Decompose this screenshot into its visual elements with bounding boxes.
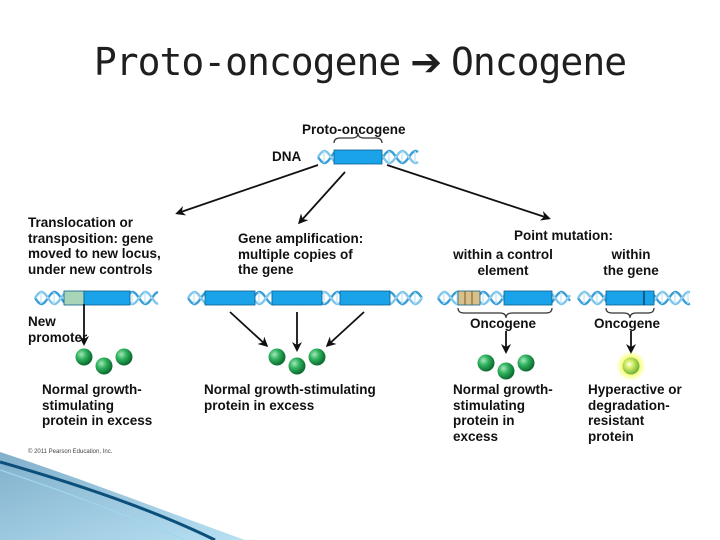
new-promoter-box [63, 290, 85, 306]
protein-ball [288, 357, 306, 375]
new-promoter-label: New promoter [28, 314, 88, 345]
protein-ball [268, 348, 286, 366]
title-proto-oncogene: Proto-oncogene [93, 40, 401, 84]
braces [333, 132, 655, 319]
oncogene-label-gene: Oncogene [594, 316, 661, 331]
dna-label: DNA [272, 149, 302, 164]
gene-result: Hyperactive or degradation- resistant pr… [588, 382, 682, 444]
oncogene-brace-1 [457, 307, 553, 319]
gene-copy-box [204, 290, 256, 306]
dna-strands [34, 149, 691, 306]
mutant-protein-ball [622, 357, 640, 375]
gene-copy-box [339, 290, 391, 306]
gene-box [503, 290, 553, 306]
title-oncogene: Oncogene [451, 40, 627, 84]
arrow-to-translocation [175, 164, 319, 216]
point-mutation-heading: Point mutation: [514, 228, 613, 243]
gene-copy-box [271, 290, 323, 306]
arrow-to-amplification [297, 171, 346, 225]
protein-ball [477, 354, 495, 372]
protein-ball [75, 348, 93, 366]
slide-corner-decoration [0, 452, 245, 540]
protein-ball [517, 354, 535, 372]
within-gene-heading: within the gene [603, 247, 659, 278]
oncogene-label-control: Oncogene [470, 316, 537, 331]
proto-oncogene-box [333, 149, 383, 165]
arrow-amp-left [229, 311, 269, 348]
control-element-heading: within a control element [453, 247, 553, 278]
amplification-heading: Gene amplification: multiple copies of t… [238, 231, 364, 277]
copyright-notice: © 2011 Pearson Education, Inc. [28, 449, 113, 455]
oncogene-brace-2 [605, 307, 655, 319]
proto-oncogene-brace [333, 132, 383, 144]
arrow-amp-right [325, 311, 365, 348]
translocation-result: Normal growth- stimulating protein in ex… [42, 382, 153, 428]
proto-oncogene-label: Proto-oncogene [302, 122, 406, 137]
protein-ball [308, 348, 326, 366]
protein-ball [115, 348, 133, 366]
proteins [75, 348, 646, 381]
mutated-control-element-box [457, 290, 481, 306]
protein-ball [497, 362, 515, 380]
right-arrow-icon: ➔ [410, 40, 442, 84]
mutated-gene-box [605, 290, 655, 306]
slide-title: Proto-oncogene➔Oncogene [0, 40, 720, 84]
arrow-to-point-mutation [386, 164, 551, 221]
connector-arrows [79, 164, 636, 354]
control-result: Normal growth- stimulating protein in ex… [453, 382, 553, 444]
gene-box [83, 290, 131, 306]
protein-ball [95, 357, 113, 375]
amplification-result: Normal growth-stimulating protein in exc… [204, 382, 376, 413]
translocation-heading: Translocation or transposition: gene mov… [28, 215, 161, 277]
